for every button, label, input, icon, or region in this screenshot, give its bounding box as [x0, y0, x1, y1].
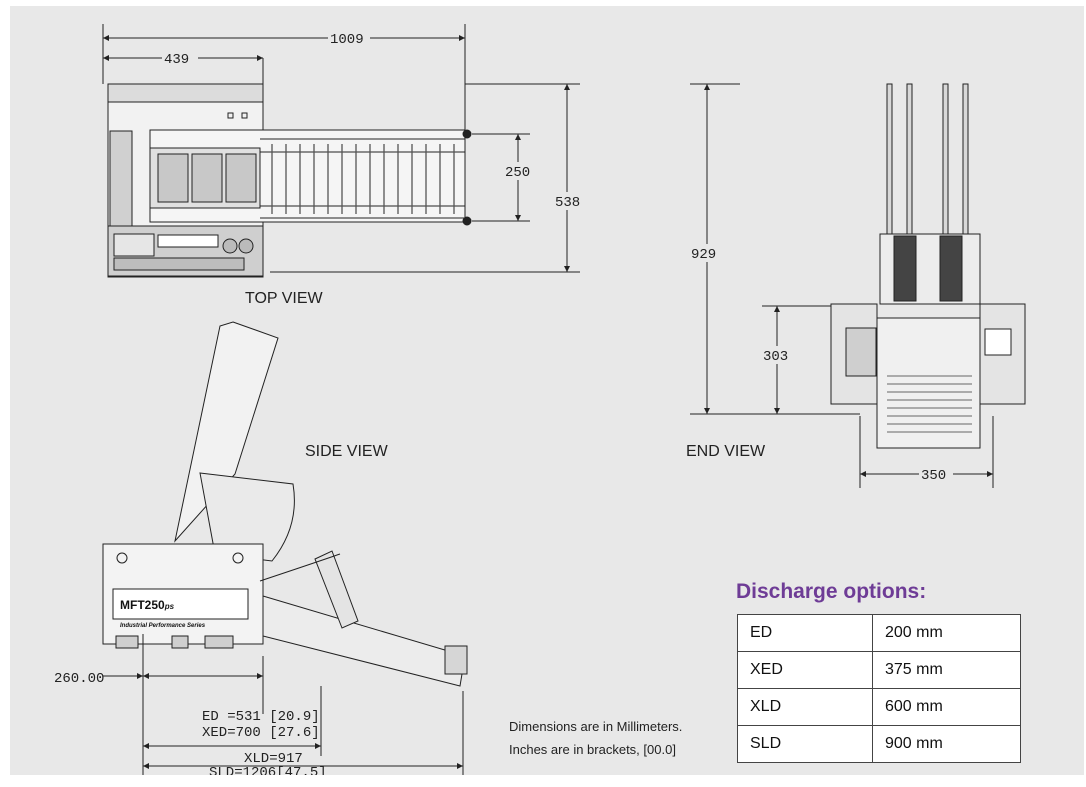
side-view-drawing	[102, 321, 468, 775]
dim-top-overall: 1009	[330, 32, 364, 48]
table-row: XLD 600 mm	[737, 688, 1021, 726]
dim-side-left: 260.00	[54, 671, 104, 687]
model-name: MFT250ps	[120, 598, 175, 612]
table-row: ED 200 mm	[737, 614, 1021, 652]
end-view-drawing	[690, 83, 1026, 488]
series-name: Industrial Performance Series	[120, 623, 206, 629]
option-value: 900 mm	[872, 725, 1021, 763]
dim-end-lower: 303	[763, 349, 788, 365]
units-note-line-2: Inches are in brackets, [00.0]	[509, 742, 676, 757]
top-view-drawing	[102, 24, 580, 278]
end-view-label: END VIEW	[686, 443, 766, 460]
option-name: ED	[737, 614, 873, 652]
option-value: 200 mm	[872, 614, 1021, 652]
table-row: XED 375 mm	[737, 651, 1021, 689]
side-view-machine-labels: MFT250ps Industrial Performance Series	[120, 598, 206, 629]
end-view-dimension-labels: 929 303 350	[689, 244, 953, 484]
option-name: SLD	[737, 725, 873, 763]
side-view-dimension-labels: 260.00 ED =531 [20.9] XED=700 [27.6] XLD…	[54, 671, 327, 775]
option-name: XED	[737, 651, 873, 689]
units-note: Dimensions are in Millimeters. Inches ar…	[509, 715, 682, 761]
dim-side-xed: XED=700 [27.6]	[202, 725, 320, 741]
dim-top-partial: 439	[164, 52, 189, 68]
discharge-options-table: ED 200 mm XED 375 mm XLD 600 mm SLD 900 …	[737, 614, 1021, 763]
dim-top-depth: 538	[555, 195, 580, 211]
top-view-label: TOP VIEW	[245, 290, 323, 307]
table-row: SLD 900 mm	[737, 725, 1021, 763]
dim-end-width: 350	[921, 468, 946, 484]
option-name: XLD	[737, 688, 873, 726]
option-value: 375 mm	[872, 651, 1021, 689]
dim-side-xld: XLD=917	[244, 751, 303, 767]
dim-side-sld: SLD=1206[47.5]	[209, 765, 327, 775]
dim-side-ed: ED =531 [20.9]	[202, 709, 320, 725]
top-view-dimension-labels: 1009 439 250 538	[162, 29, 585, 211]
units-note-line-1: Dimensions are in Millimeters.	[509, 719, 683, 734]
technical-drawing: 1009 439 250 538	[54, 24, 1026, 775]
option-value: 600 mm	[872, 688, 1021, 726]
discharge-options-heading: Discharge options:	[736, 580, 927, 603]
dim-end-height: 929	[691, 247, 716, 263]
dim-top-width: 250	[505, 165, 530, 181]
side-view-label: SIDE VIEW	[305, 443, 388, 460]
drawing-panel: 1009 439 250 538	[10, 6, 1084, 775]
